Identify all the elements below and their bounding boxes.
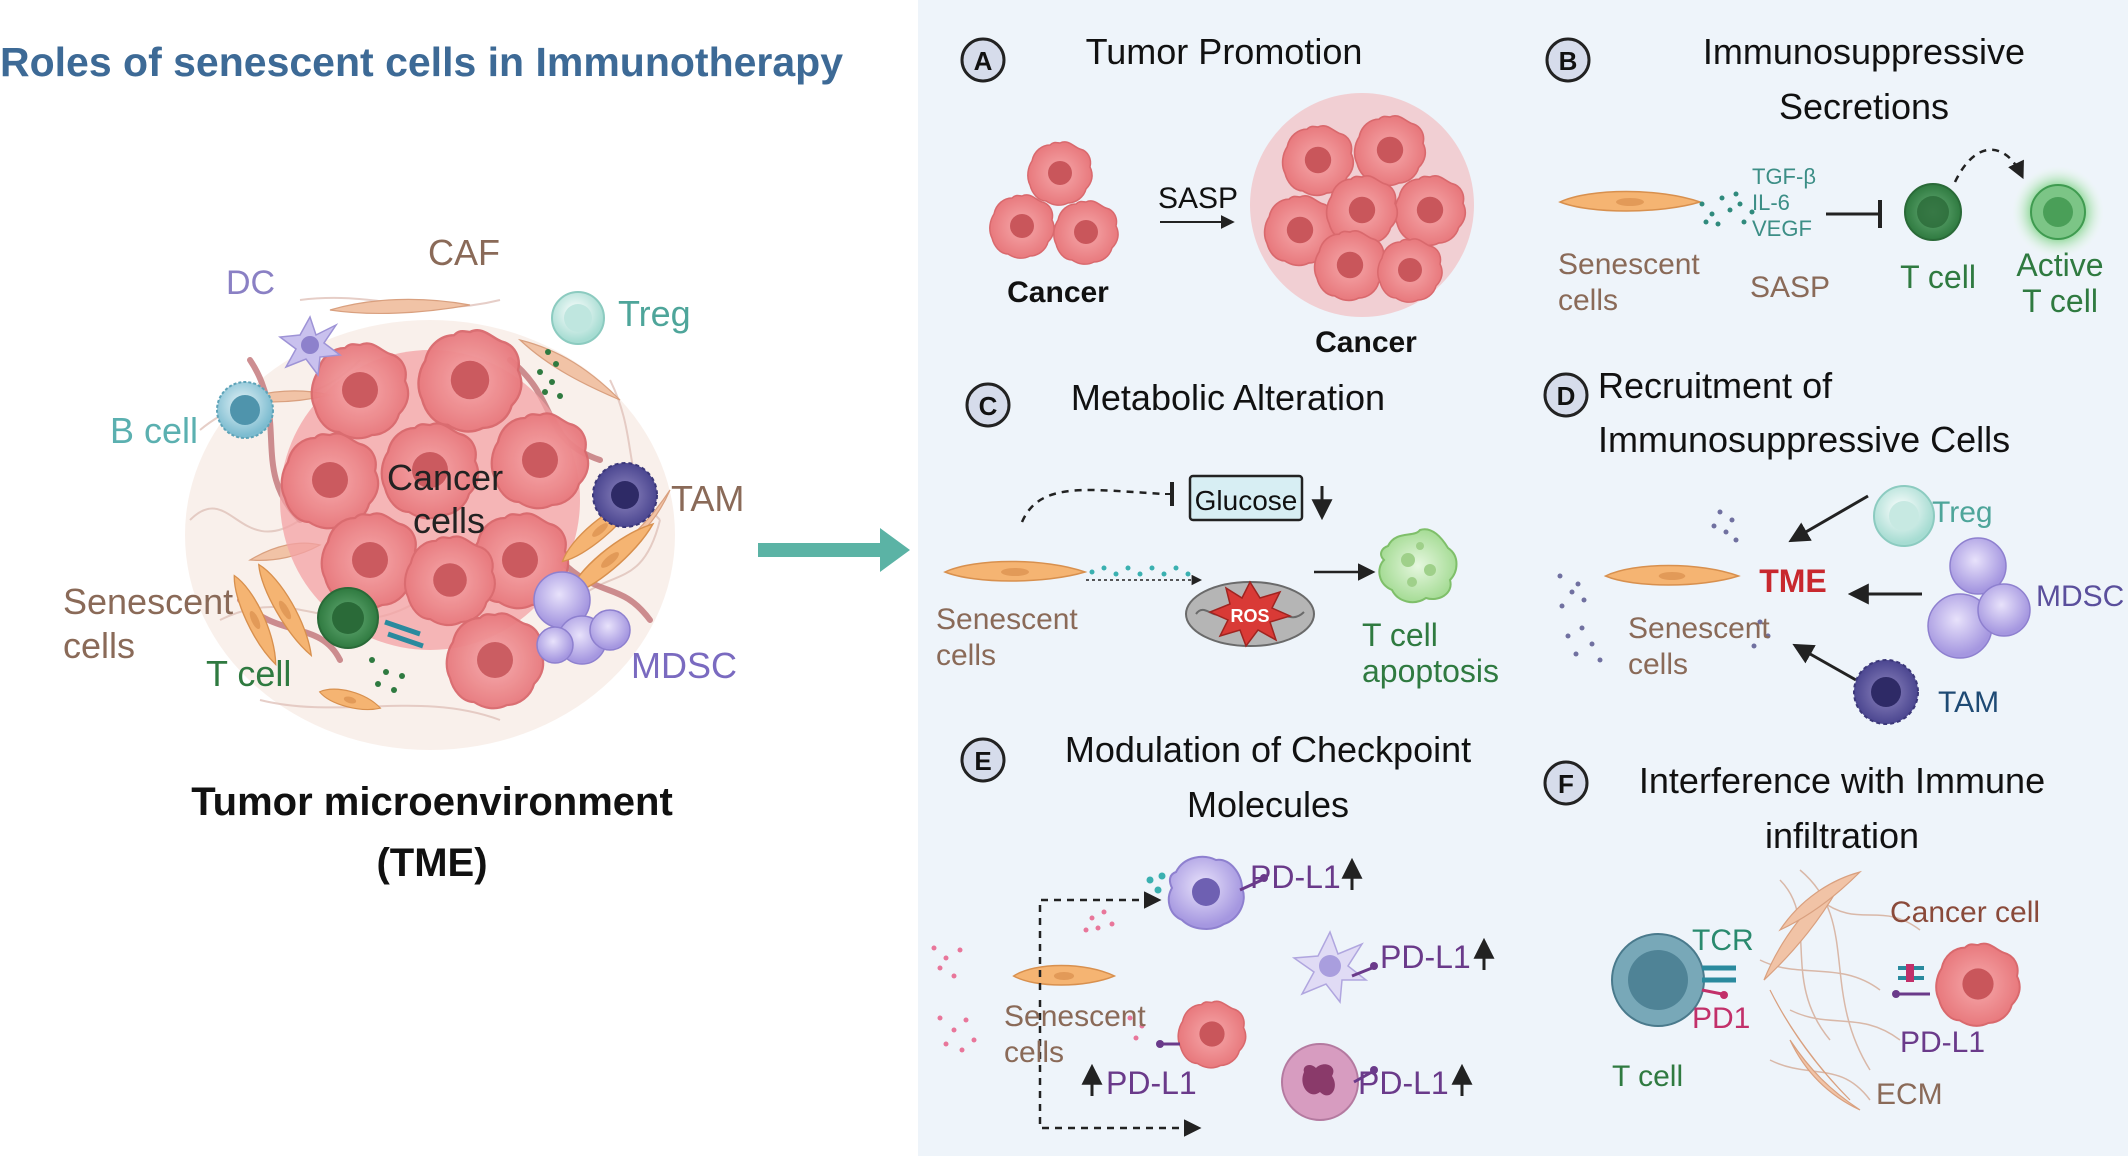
panel-a-tumor-mass (1250, 93, 1474, 317)
label-treg: Treg (618, 293, 691, 334)
svg-text:E: E (974, 746, 991, 776)
panel-e-senescent-2: cells (1004, 1036, 1064, 1069)
panel-d-mdsc-label: MDSC (2036, 580, 2124, 613)
panel-e-badge: E (960, 737, 1006, 783)
panel-e-dc-cell (1291, 930, 1369, 1004)
panel-e-pdl1-dc: PD-L1 (1380, 939, 1471, 975)
transition-arrow (758, 528, 910, 572)
panel-b-tcell-label: T cell (1900, 259, 1976, 295)
panel-d-senescent-2: cells (1628, 648, 1688, 681)
panel-b-tgf: TGF-β (1752, 164, 1816, 189)
panel-f-tcell (1611, 933, 1705, 1027)
panel-f-ecm-label: ECM (1876, 1078, 1943, 1111)
tme-illustration: CAF DC Treg B cell Cancer cells TAM Sene… (63, 232, 744, 885)
panel-e-pdl1-top: PD-L1 (1250, 859, 1341, 895)
tme-caption-2: (TME) (376, 841, 487, 885)
panel-e-pdl1-cancer: PD-L1 (1106, 1065, 1197, 1101)
svg-text:F: F (1558, 769, 1574, 799)
panel-d-senescent-1: Senescent (1628, 612, 1770, 645)
panel-f-tcell-label: T cell (1612, 1060, 1683, 1093)
panel-b-active-1: Active (2016, 247, 2103, 283)
panel-b-sasp: SASP (1750, 271, 1830, 304)
panel-b-badge: B (1545, 37, 1591, 83)
panel-b-active-tcell (2012, 166, 2104, 258)
label-dc: DC (226, 264, 275, 302)
panel-e-pdl1-bottom: PD-L1 (1358, 1065, 1449, 1101)
panel-c: C Metabolic Alteration Glucose ROS Senes… (936, 377, 1499, 689)
panel-c-glucose-box (1188, 474, 1304, 522)
panel-a-sasp-label: SASP (1158, 182, 1238, 215)
panel-d-tme: TME (1759, 563, 1827, 599)
panel-b-senescent-1: Senescent (1558, 248, 1700, 281)
panel-e-mdsc-cell (1167, 855, 1245, 930)
panel-d-mdsc (1927, 537, 2031, 659)
panel-b-senescent-2: cells (1558, 284, 1618, 317)
panel-f: F Interference with Immune infiltration … (1543, 760, 2045, 1111)
label-bcell: B cell (110, 410, 198, 451)
panel-a-badge: A (960, 37, 1006, 83)
panel-c-senescent-2: cells (936, 639, 996, 672)
panel-c-title: Metabolic Alteration (1071, 377, 1385, 418)
panel-d: D Recruitment of Immunosuppressive Cells… (1543, 365, 2124, 725)
tme-caption-1: Tumor microenvironment (191, 780, 673, 824)
panel-a: A Tumor Promotion Cancer SASP Cancer (960, 31, 1474, 359)
label-cancer-cells-1: Cancer (387, 457, 503, 498)
panel-f-cancer-label: Cancer cell (1890, 896, 2040, 929)
panel-f-title-2: infiltration (1765, 815, 1919, 856)
panel-d-title-2: Immunosuppressive Cells (1598, 419, 2010, 460)
panel-c-apoptotic-cell (1378, 528, 1458, 604)
panel-f-pdl1: PD-L1 (1900, 1026, 1985, 1059)
svg-text:D: D (1557, 381, 1576, 411)
panel-b-vegf: VEGF (1752, 216, 1812, 241)
panel-a-cancer-label-right: Cancer (1315, 326, 1417, 359)
panel-e-title-1: Modulation of Checkpoint (1065, 729, 1471, 770)
panel-f-badge: F (1543, 760, 1589, 806)
panel-e-title-2: Molecules (1187, 784, 1349, 825)
panel-b-il6: IL-6 (1752, 190, 1790, 215)
svg-text:B: B (1559, 46, 1578, 76)
label-senescent-2: cells (63, 625, 135, 666)
panel-d-tam (1853, 659, 1919, 725)
panel-c-apoptosis-1: T cell (1362, 617, 1438, 653)
panel-d-title-1: Recruitment of (1598, 365, 1833, 406)
panel-a-cancer-label-left: Cancer (1007, 276, 1109, 309)
label-tam: TAM (671, 478, 744, 519)
panel-d-badge: D (1543, 372, 1589, 418)
label-tcell: T cell (206, 653, 291, 694)
panel-d-treg (1873, 485, 1935, 547)
panel-f-title-1: Interference with Immune (1639, 760, 2045, 801)
panel-e-senescent-1: Senescent (1004, 1000, 1146, 1033)
panel-a-title: Tumor Promotion (1086, 31, 1363, 72)
svg-text:A: A (974, 46, 993, 76)
panel-f-pd1: PD1 (1692, 1002, 1750, 1035)
panel-c-ros: ROS (1230, 606, 1269, 626)
label-senescent-1: Senescent (63, 581, 233, 622)
panel-b-title-2: Secretions (1779, 86, 1949, 127)
panel-c-glucose: Glucose (1195, 485, 1298, 516)
svg-text:C: C (979, 391, 998, 421)
panel-c-apoptosis-2: apoptosis (1362, 653, 1499, 689)
panel-c-badge: C (965, 382, 1011, 428)
panel-f-ecm (1759, 869, 1921, 1111)
panel-c-mitochondrion: ROS (1185, 580, 1315, 648)
figure-title: Roles of senescent cells in Immunotherap… (0, 39, 843, 85)
panel-b: B Immunosuppressive Secretions TGF-β IL-… (1545, 31, 2104, 319)
panel-e-neutrophil (1281, 1043, 1359, 1121)
panel-c-senescent-1: Senescent (936, 603, 1078, 636)
label-mdsc: MDSC (631, 645, 737, 686)
panel-b-title-1: Immunosuppressive (1703, 31, 2025, 72)
panel-d-treg-label: Treg (1932, 496, 1993, 529)
panel-b-active-2: T cell (2022, 283, 2098, 319)
panel-e: E Modulation of Checkpoint Molecules (931, 729, 1495, 1137)
panel-d-tam-label: TAM (1938, 686, 1999, 719)
label-cancer-cells-2: cells (413, 500, 485, 541)
label-caf: CAF (428, 232, 500, 273)
panel-b-tcell (1904, 183, 1962, 241)
panel-f-tcr: TCR (1692, 924, 1754, 957)
